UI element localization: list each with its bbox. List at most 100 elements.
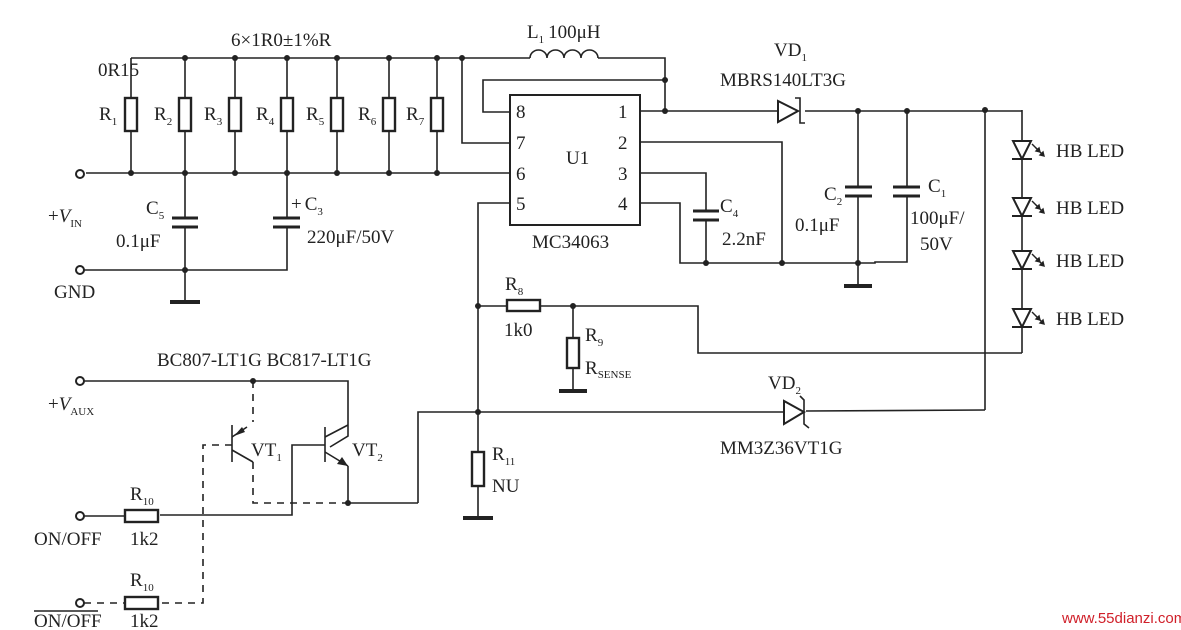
- vd1-part-number: MBRS140LT3G: [720, 70, 846, 91]
- pin-4: 4: [618, 194, 628, 215]
- r1-value: 0R15: [98, 60, 139, 81]
- r10-value: 1k2: [130, 529, 159, 550]
- c1-label: C1: [928, 176, 946, 200]
- r2-r7-value: 6×1R0±1%R: [231, 30, 332, 51]
- resistor-r9: [565, 336, 581, 370]
- c3-label: +C3: [291, 194, 323, 218]
- r2-label: R2: [154, 104, 172, 128]
- r11-label: R11: [492, 444, 515, 468]
- transistor-vt2: VT2: [160, 424, 418, 516]
- vt2-label: VT2: [352, 440, 383, 464]
- transistor-vt1: VT1: [160, 381, 348, 604]
- resistor-r2: [177, 58, 193, 173]
- c4-value: 2.2nF: [722, 229, 766, 250]
- on-off-inverted-terminal[interactable]: [75, 598, 85, 608]
- r11-value: NU: [492, 476, 520, 497]
- pin-7: 7: [516, 133, 526, 154]
- resistor-r5: [329, 58, 345, 173]
- gnd-label: GND: [54, 282, 95, 303]
- c2-label: C2: [824, 184, 842, 208]
- ic-name: U1: [566, 148, 589, 169]
- r9-value: RSENSE: [585, 358, 632, 381]
- capacitor-c1: [893, 185, 920, 198]
- c5-label: C5: [146, 198, 165, 222]
- r7-label: R7: [406, 104, 425, 128]
- vaux-terminal[interactable]: [75, 376, 85, 386]
- r3-label: R3: [204, 104, 223, 128]
- resistor-r1: [123, 58, 139, 173]
- transistors-part-number: BC807-LT1G BC817-LT1G: [157, 350, 372, 371]
- resistor-r3: [227, 58, 243, 173]
- capacitor-c4: [693, 209, 719, 222]
- vaux-label: +VAUX: [48, 394, 94, 418]
- hb-led: HB LED: [1011, 308, 1124, 330]
- schottky-diode-vd1: [777, 97, 805, 124]
- pin-2: 2: [618, 133, 628, 154]
- c4-label: C4: [720, 196, 739, 220]
- on-off-terminal[interactable]: [75, 511, 85, 521]
- pin-3: 3: [618, 164, 628, 185]
- zener-diode-vd2: [783, 395, 810, 429]
- vt1-label: VT1: [251, 440, 282, 464]
- gnd-terminal[interactable]: [75, 265, 85, 275]
- r10-label: R10: [130, 484, 154, 508]
- ic-body: [509, 94, 641, 226]
- r6-label: R6: [358, 104, 377, 128]
- aux-control-section: BC807-LT1G BC817-LT1G +VAUX VT1 VT2: [34, 350, 418, 630]
- pin-6: 6: [516, 164, 526, 185]
- vd1-label: VD1: [774, 40, 807, 64]
- pin-5: 5: [516, 194, 526, 215]
- feedback-section: R11 NU R8 1k0 R9 RSENSE VD2 MM3Z36VT1G: [417, 202, 1022, 520]
- capacitor-c5: [172, 216, 198, 229]
- light-emission-icon: [1031, 311, 1045, 325]
- resistor-r7: [429, 58, 445, 173]
- vd2-part-number: MM3Z36VT1G: [720, 438, 843, 459]
- led-label: HB LED: [1056, 141, 1124, 162]
- input-resistor-bank: 0R15 6×1R0±1%R R1 R2 R3 R4 R5 R6 R7: [86, 30, 530, 176]
- resistor-r8: [505, 298, 542, 313]
- light-emission-icon: [1031, 253, 1045, 267]
- resistor-r6: [381, 58, 397, 173]
- light-emission-icon: [1031, 143, 1045, 157]
- vin-label: +VIN: [48, 206, 82, 230]
- ic-part-number: MC34063: [532, 232, 609, 253]
- c1-value-line2: 50V: [920, 234, 953, 255]
- resistor-r11: [470, 450, 486, 488]
- ic-u1: 8 7 6 5 1 2 3 4 U1 MC34063: [461, 58, 668, 253]
- led-label: HB LED: [1056, 198, 1124, 219]
- r1-label: R1: [99, 104, 117, 128]
- r8-value: 1k0: [504, 320, 533, 341]
- capacitor-c2: [845, 185, 872, 198]
- r8-label: R8: [505, 274, 524, 298]
- c1-value-line1: 100μF/: [910, 208, 965, 229]
- c5-value: 0.1μF: [116, 231, 161, 252]
- watermark: www.55dianzi.com: [1061, 610, 1181, 627]
- hb-led: HB LED: [1011, 250, 1124, 272]
- resistor-r4: [279, 58, 295, 173]
- r10-alt-label: R10: [130, 570, 154, 594]
- r10-alt-value: 1k2: [130, 611, 159, 630]
- light-emission-icon: [1031, 200, 1045, 214]
- resistor-r10: [123, 508, 160, 524]
- led-label: HB LED: [1056, 251, 1124, 272]
- r5-label: R5: [306, 104, 325, 128]
- resistor-r10-alt: [123, 595, 160, 611]
- input-terminals: +VIN GND C5 0.1μF +C3 220μF/50V: [48, 169, 395, 304]
- on-off-label: ON/OFF: [34, 529, 102, 550]
- vin-terminal[interactable]: [75, 169, 85, 179]
- c3-value: 220μF/50V: [307, 227, 395, 248]
- led-label: HB LED: [1056, 309, 1124, 330]
- vd2-label: VD2: [768, 373, 801, 397]
- output-section: VD1 MBRS140LT3G C4 2.2nF C2 0.1μF C1 100…: [640, 40, 1124, 410]
- r9-label: R9: [585, 325, 604, 349]
- pin-1: 1: [618, 102, 628, 123]
- r4-label: R4: [256, 104, 275, 128]
- c2-value: 0.1μF: [795, 215, 840, 236]
- hb-led: HB LED: [1011, 140, 1124, 162]
- pin-8: 8: [516, 102, 526, 123]
- on-off-inverted-label: ON/OFF: [34, 611, 102, 630]
- capacitor-c3: [273, 216, 300, 229]
